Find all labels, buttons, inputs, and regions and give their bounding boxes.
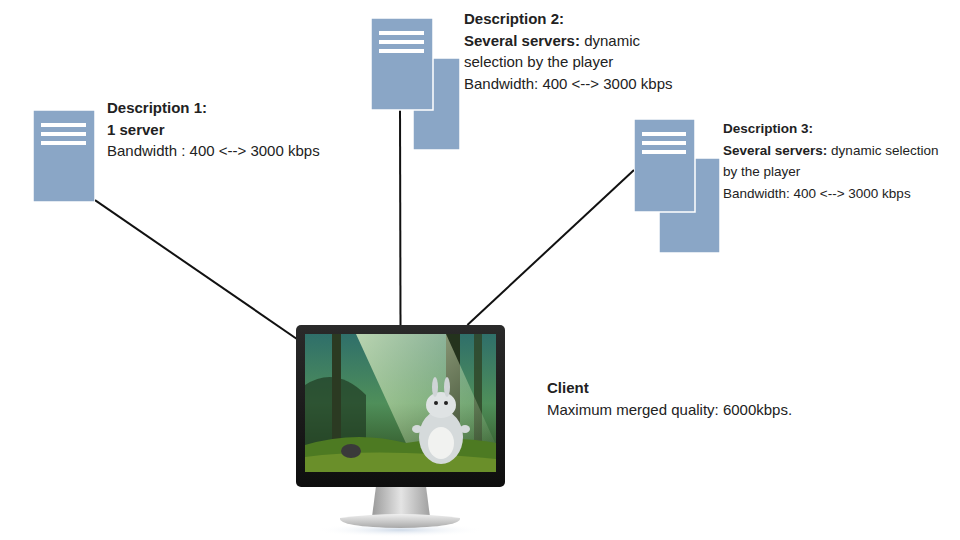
server-cluster-icon-shape bbox=[371, 18, 460, 150]
server-cluster-icon: Description 3:Several servers:dynamic se… bbox=[634, 119, 720, 253]
text-line: 1 server bbox=[107, 119, 367, 141]
text-line: Description 2: bbox=[464, 8, 696, 30]
text-line: Bandwidth: 400 <--> 3000 kbps bbox=[723, 183, 955, 205]
server-cluster-icon-shape bbox=[634, 119, 720, 253]
heading-text: Client bbox=[547, 377, 847, 399]
heading-text: Description 2: bbox=[464, 8, 696, 30]
node-text-group: Description 1:1 serverBandwidth : 400 <-… bbox=[107, 97, 367, 162]
node-text-group: Description 2:Several servers:dynamic se… bbox=[464, 8, 696, 94]
server-icon: Description 1:1 serverBandwidth : 400 <-… bbox=[33, 110, 95, 202]
text-line: Bandwidth : 400 <--> 3000 kbps bbox=[107, 140, 367, 162]
text-line: Client bbox=[547, 377, 847, 399]
text-line: Description 3: bbox=[723, 118, 955, 140]
text-line: Several servers:dynamic selection by the… bbox=[723, 140, 955, 183]
client-monitor-shape bbox=[296, 325, 505, 487]
body-text: Bandwidth: 400 <--> 3000 kbps bbox=[723, 183, 955, 205]
heading-text: Several servers: bbox=[723, 143, 827, 158]
node-text-group: Description 3:Several servers:dynamic se… bbox=[723, 118, 955, 204]
connector-line bbox=[399, 110, 401, 325]
text-line: Maximum merged quality: 6000kbps. bbox=[547, 399, 847, 421]
text-line: Bandwidth: 400 <--> 3000 kbps bbox=[464, 73, 696, 95]
client-monitor: ClientMaximum merged quality: 6000kbps. bbox=[296, 325, 505, 487]
text-line: Description 1: bbox=[107, 97, 367, 119]
text-line: Several servers:dynamic selection by the… bbox=[464, 30, 696, 73]
heading-text: 1 server bbox=[107, 119, 367, 141]
server-icon-shape bbox=[33, 110, 95, 202]
connector-line bbox=[95, 200, 300, 341]
body-text: Maximum merged quality: 6000kbps. bbox=[547, 399, 847, 421]
heading-text: Description 3: bbox=[723, 118, 955, 140]
heading-text: Description 1: bbox=[107, 97, 367, 119]
node-text-group: ClientMaximum merged quality: 6000kbps. bbox=[547, 377, 847, 420]
server-cluster-icon: Description 2:Several servers:dynamic se… bbox=[371, 18, 460, 150]
connector-line bbox=[467, 170, 634, 325]
heading-text: Several servers: bbox=[464, 32, 580, 49]
body-text: Bandwidth: 400 <--> 3000 kbps bbox=[464, 73, 696, 95]
body-text: Bandwidth : 400 <--> 3000 kbps bbox=[107, 140, 367, 162]
